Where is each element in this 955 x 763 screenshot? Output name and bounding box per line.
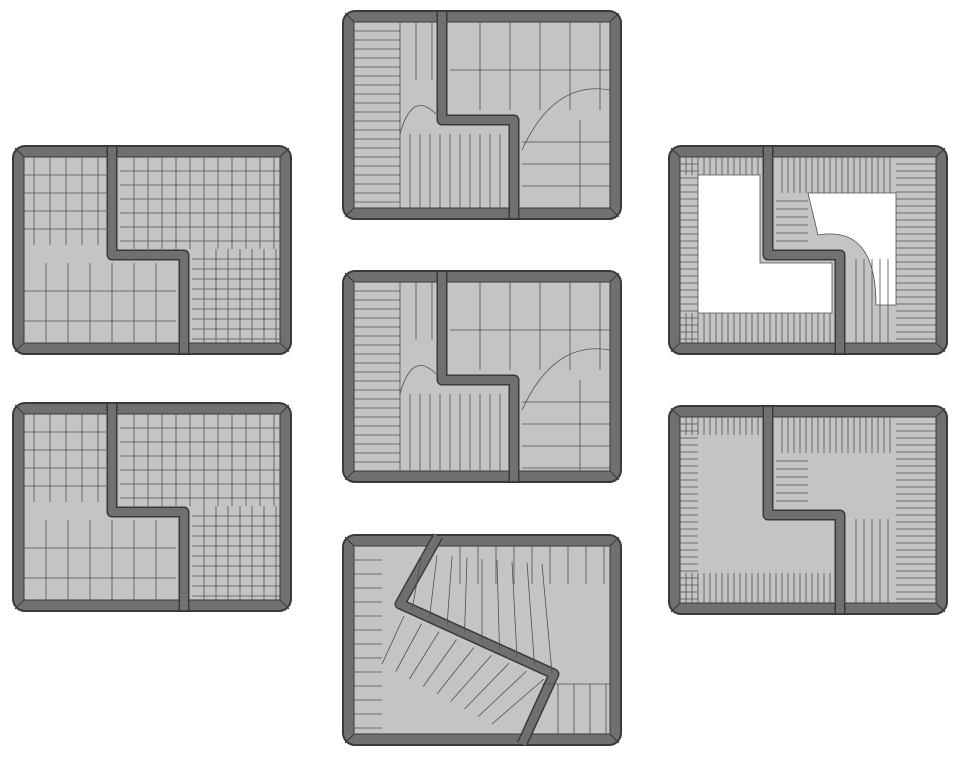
frame-bevel [935, 407, 946, 418]
lot-line [395, 623, 422, 672]
lot-line [429, 555, 438, 618]
frame-bevel [279, 147, 290, 158]
lot-subdivision [24, 157, 280, 343]
frame-bevel [279, 404, 290, 415]
block-panel-top-left [12, 145, 292, 355]
internal-road-surface [764, 147, 844, 353]
frame-bevel [935, 342, 946, 353]
block-panel-middle-left [12, 402, 292, 612]
internal-road-surface [438, 12, 518, 218]
frame-bevel [14, 599, 25, 610]
lot-line [436, 647, 475, 695]
open-void [807, 192, 897, 306]
frame-bevel [344, 733, 355, 744]
lot-line [446, 556, 453, 626]
lot-subdivision [24, 414, 280, 600]
frame-bevel [344, 536, 355, 547]
lot-line [521, 88, 611, 151]
frame-bevel [935, 147, 946, 158]
lot-subdivision [354, 22, 611, 208]
lot-subdivision [354, 533, 610, 747]
lot-line [411, 553, 423, 611]
frame-bevel [670, 147, 681, 158]
frame-bevel [670, 407, 681, 418]
internal-road-surface [108, 147, 188, 353]
lot-line [381, 615, 405, 665]
frame-bevel [609, 536, 620, 547]
lot-subdivision [680, 157, 936, 343]
frame-bevel [14, 404, 25, 415]
lot-line [496, 560, 500, 650]
internal-road-surface [108, 404, 188, 610]
block-panel-top-center [342, 10, 622, 220]
block-panel-top-right [668, 145, 948, 355]
lot-line [491, 678, 545, 725]
frame-bevel [609, 207, 620, 218]
frame-bevel [609, 470, 620, 481]
frame-bevel [609, 272, 620, 283]
frame-bevel [344, 207, 355, 218]
lot-line [464, 662, 510, 710]
lot-line [521, 348, 611, 411]
frame-bevel [14, 342, 25, 353]
block-panel-center [342, 270, 622, 483]
frame-bevel [14, 147, 25, 158]
frame-bevel [609, 12, 620, 23]
lot-line [409, 631, 440, 680]
frame-bevel [670, 342, 681, 353]
lot-line [511, 561, 518, 658]
lot-line [477, 670, 527, 717]
lot-subdivision [680, 417, 936, 603]
lot-line [526, 562, 535, 666]
frame-bevel [670, 602, 681, 613]
frame-bevel [609, 733, 620, 744]
frame-bevel [344, 272, 355, 283]
frame-bevel [279, 599, 290, 610]
lot-line [464, 557, 468, 634]
internal-road-surface [438, 272, 518, 481]
frame-bevel [344, 12, 355, 23]
lot-line [541, 563, 553, 674]
lot-line [422, 639, 457, 687]
internal-road-surface [764, 407, 844, 613]
frame-bevel [279, 342, 290, 353]
lot-subdivision [354, 282, 611, 471]
lot-line [399, 105, 437, 135]
frame-bevel [935, 602, 946, 613]
frame-bevel [344, 470, 355, 481]
block-panel-middle-right [668, 405, 948, 615]
block-panel-bottom-center [342, 533, 622, 747]
lot-line [450, 655, 492, 702]
lot-line [399, 365, 437, 395]
